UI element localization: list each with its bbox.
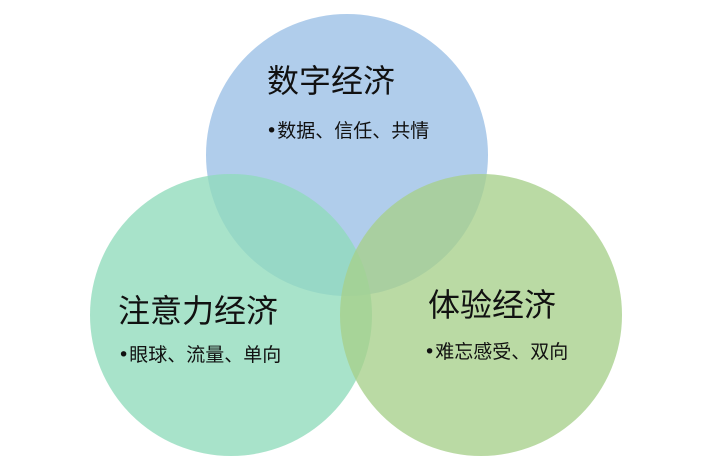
digital-economy-title: 数字经济 [267,62,395,100]
circle-experience-economy [340,174,622,456]
experience-economy-title: 体验经济 [428,286,556,324]
experience-economy-bullet: •难忘感受、双向 [424,341,568,363]
digital-economy-bullet: •数据、信任、共情 [266,120,429,142]
attention-economy-bullet: •眼球、流量、单向 [118,344,281,366]
circle-attention-economy [90,174,372,456]
attention-economy-title: 注意力经济 [118,292,278,330]
